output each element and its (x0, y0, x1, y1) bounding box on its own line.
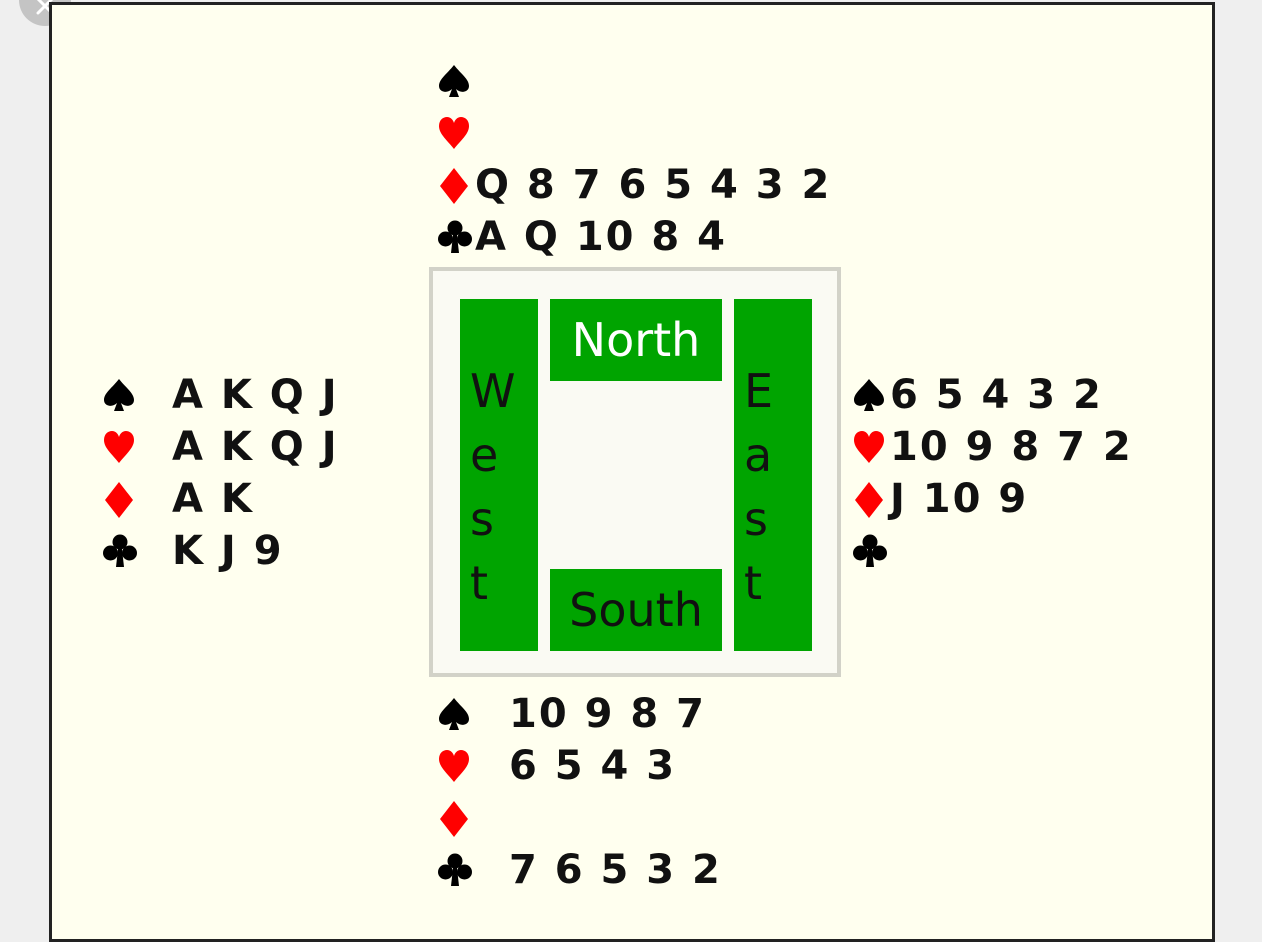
seat-north-label: North (571, 313, 701, 367)
club-icon (437, 211, 475, 263)
west-hearts-row: A K Q J (102, 421, 339, 473)
diamond-icon (437, 792, 475, 844)
west-hearts-cards: A K Q J (172, 424, 339, 470)
seat-north: North (550, 299, 722, 381)
club-icon (852, 525, 890, 577)
south-spades-cards: 10 9 8 7 (509, 691, 706, 737)
south-clubs-row: 7 6 5 3 2 (437, 844, 722, 896)
east-clubs-row (852, 525, 1133, 577)
spade-icon (852, 369, 890, 421)
heart-icon (437, 740, 475, 792)
north-clubs-cards: A Q 10 8 4 (475, 214, 727, 260)
spade-icon (102, 369, 140, 421)
east-hearts-cards: 10 9 8 7 2 (890, 424, 1133, 470)
seat-south-label: South (569, 583, 703, 637)
spade-icon (437, 688, 475, 740)
north-spades-row (437, 55, 831, 107)
west-spades-row: A K Q J (102, 369, 339, 421)
north-diamonds-cards: Q 8 7 6 5 4 3 2 (475, 162, 832, 208)
seat-west-label: West (470, 364, 516, 610)
south-spades-row: 10 9 8 7 (437, 688, 722, 740)
west-clubs-cards: K J 9 (172, 528, 284, 574)
west-spades-cards: A K Q J (172, 372, 339, 418)
hand-south: 10 9 8 7 6 5 4 3 7 6 5 3 2 (437, 688, 722, 896)
north-diamonds-row: Q 8 7 6 5 4 3 2 (437, 159, 831, 211)
compass: North West East South (429, 267, 841, 677)
north-hearts-row (437, 107, 831, 159)
seat-south: South (550, 569, 722, 651)
south-clubs-cards: 7 6 5 3 2 (509, 847, 722, 893)
spade-icon (437, 55, 475, 107)
east-spades-row: 6 5 4 3 2 (852, 369, 1133, 421)
east-diamonds-cards: J 10 9 (890, 476, 1029, 522)
seat-east: East (734, 299, 812, 651)
club-icon (437, 844, 475, 896)
bridge-deal-diagram: Q 8 7 6 5 4 3 2 A Q 10 8 4 A K Q J A K Q… (49, 2, 1215, 942)
east-hearts-row: 10 9 8 7 2 (852, 421, 1133, 473)
south-hearts-row: 6 5 4 3 (437, 740, 722, 792)
hand-north: Q 8 7 6 5 4 3 2 A Q 10 8 4 (437, 55, 831, 263)
diamond-icon (102, 473, 140, 525)
east-spades-cards: 6 5 4 3 2 (890, 372, 1103, 418)
south-hearts-cards: 6 5 4 3 (509, 743, 677, 789)
west-clubs-row: K J 9 (102, 525, 339, 577)
seat-east-label: East (744, 364, 774, 610)
hand-west: A K Q J A K Q J A K K J 9 (102, 369, 339, 577)
seat-west: West (460, 299, 538, 651)
west-diamonds-cards: A K (172, 476, 254, 522)
north-clubs-row: A Q 10 8 4 (437, 211, 831, 263)
heart-icon (852, 421, 890, 473)
heart-icon (437, 107, 475, 159)
club-icon (102, 525, 140, 577)
heart-icon (102, 421, 140, 473)
diamond-icon (437, 159, 475, 211)
south-diamonds-row (437, 792, 722, 844)
east-diamonds-row: J 10 9 (852, 473, 1133, 525)
hand-east: 6 5 4 3 2 10 9 8 7 2 J 10 9 (852, 369, 1133, 577)
west-diamonds-row: A K (102, 473, 339, 525)
diamond-icon (852, 473, 890, 525)
